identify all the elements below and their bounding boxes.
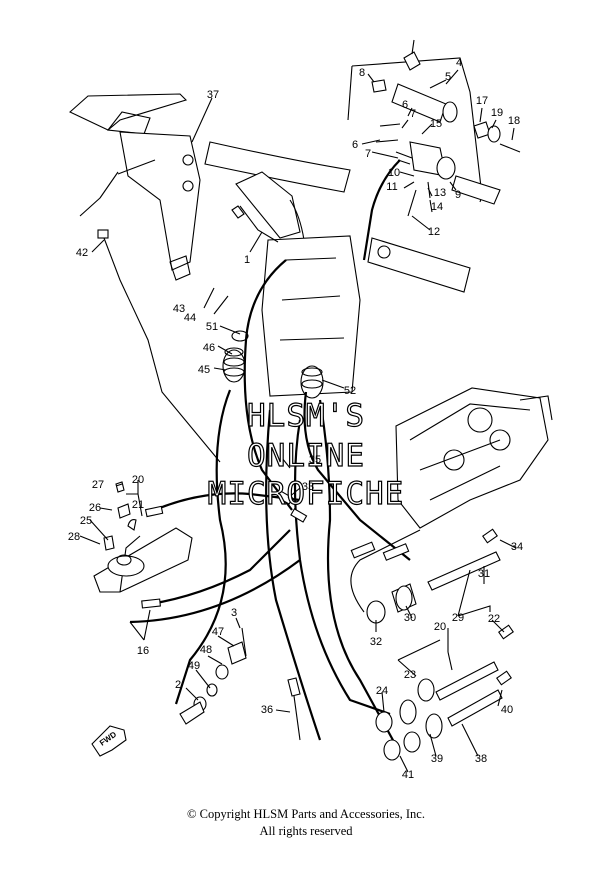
callout: 42	[76, 247, 88, 259]
callout: 17	[476, 95, 488, 107]
callout: 24	[376, 685, 388, 697]
callout: 28	[68, 531, 80, 543]
callout: 1	[244, 254, 250, 266]
callout: 34	[511, 541, 523, 553]
callout: 16	[137, 645, 149, 657]
callout: 47	[212, 626, 224, 638]
callout: 19	[491, 107, 503, 119]
footer: © Copyright HLSM Parts and Accessories, …	[0, 806, 612, 840]
callout: 30	[404, 612, 416, 624]
watermark: HLSM'S ONLINE MICROFICHE	[207, 397, 405, 512]
callout: 13	[434, 187, 446, 199]
callout: 6	[352, 139, 358, 151]
callout: 46	[203, 342, 215, 354]
callout: 8	[359, 67, 365, 79]
callout: 10	[388, 167, 400, 179]
callout: 43	[173, 303, 185, 315]
callout: 38	[475, 753, 487, 765]
callout: 7	[365, 148, 371, 160]
callout: 39	[431, 753, 443, 765]
callout: 36	[261, 704, 273, 716]
leader-lines	[79, 69, 517, 773]
control-cables	[129, 259, 421, 743]
watermark-line-1: HLSM'S	[247, 398, 365, 434]
callout: 3	[231, 607, 237, 619]
throttle-grip-assembly	[347, 39, 521, 261]
callout: 18	[508, 115, 520, 127]
callout: 22	[488, 613, 500, 625]
callout: 37	[207, 89, 219, 101]
callout: 9	[455, 189, 461, 201]
callout: 45	[198, 364, 210, 376]
callout: 27	[92, 479, 104, 491]
callout: 35	[309, 454, 321, 466]
callout: 7	[410, 108, 416, 120]
callout: 2	[175, 679, 181, 691]
callout: 6	[402, 99, 408, 111]
callout: 52	[344, 385, 356, 397]
callout: 20	[434, 621, 446, 633]
callout: 48	[200, 644, 212, 656]
callout: 14	[431, 201, 443, 213]
callout: 32	[370, 636, 382, 648]
boots-and-grommets	[222, 330, 324, 399]
callout: 23	[404, 669, 416, 681]
parts-diagram: FWD	[68, 39, 553, 781]
callout: 41	[402, 769, 414, 781]
callout: 20	[132, 474, 144, 486]
copyright-line: © Copyright HLSM Parts and Accessories, …	[187, 807, 425, 821]
rights-line: All rights reserved	[259, 824, 353, 838]
engine-block	[395, 387, 553, 529]
throttle-pedal-assembly	[69, 93, 221, 463]
callout: 40	[501, 704, 513, 716]
callout: 21	[132, 499, 144, 511]
callout: 31	[478, 568, 490, 580]
callout: 11	[386, 181, 397, 193]
callout: 29	[452, 612, 464, 624]
callout: 25	[80, 515, 92, 527]
callout-numbers: 1 2 3 4 5 6 6 7 7 8 9 10 11 12 13 14 15 …	[68, 57, 523, 781]
callout: 51	[206, 321, 218, 333]
forward-direction-arrow: FWD	[91, 725, 127, 757]
callout: 44	[184, 312, 196, 324]
callout: 26	[89, 502, 101, 514]
callout: 12	[428, 226, 440, 238]
handlebar-assembly	[204, 141, 471, 397]
callout: 33	[302, 481, 314, 493]
watermark-line-2: ONLINE	[247, 438, 365, 474]
callout: 5	[445, 71, 451, 83]
cable-ends-hardware	[179, 528, 514, 761]
watermark-line-3: MICROFICHE	[208, 476, 405, 512]
callout: 4	[456, 57, 462, 69]
callout: 49	[188, 660, 200, 672]
shift-lever-bracket	[93, 481, 193, 593]
callout: 15	[430, 118, 442, 130]
